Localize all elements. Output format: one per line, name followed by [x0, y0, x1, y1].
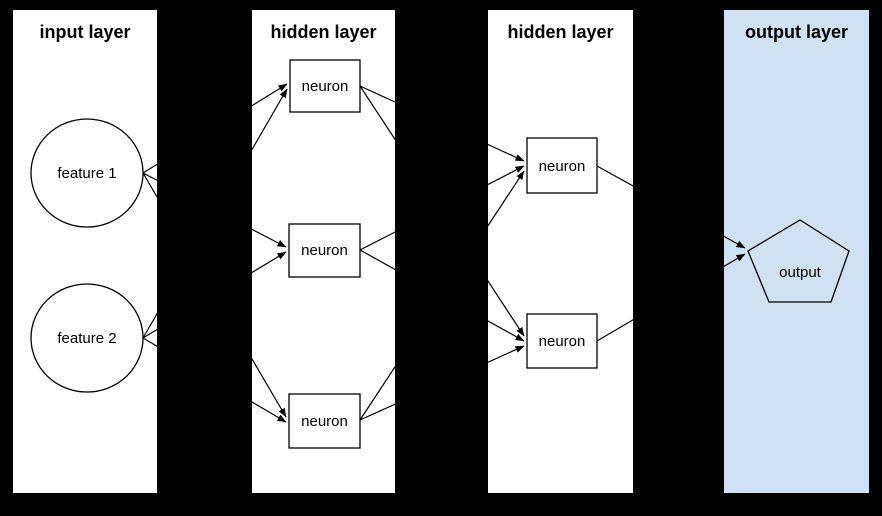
- edge-h2neuron2-output: [596, 253, 746, 342]
- feature2-label: feature 2: [57, 330, 116, 347]
- feature2-node: [30, 283, 144, 393]
- h1-neuron1-label: neuron: [302, 78, 349, 95]
- h2-neuron2-node: [526, 313, 598, 369]
- h1-neuron3-node: [288, 393, 361, 449]
- edge-h1neuron2-h2neuron2: [359, 249, 525, 342]
- feature1-node: [30, 118, 144, 228]
- h1-neuron1-node: [289, 59, 361, 113]
- hidden-layer-2-panel: [488, 10, 633, 493]
- edge-feature1-h1neuron1: [142, 83, 288, 174]
- edge-h2neuron1-output: [596, 165, 746, 249]
- edge-feature2-h1neuron2: [142, 251, 287, 339]
- input-layer-title: input layer: [39, 22, 130, 42]
- edge-feature1-h1neuron2: [142, 172, 287, 248]
- input-layer-panel: [13, 10, 157, 493]
- edge-feature2-h1neuron3: [142, 337, 287, 423]
- h2-neuron1-label: neuron: [539, 158, 586, 175]
- h1-neuron2-node: [288, 223, 361, 278]
- edge-feature2-h1neuron1: [142, 88, 288, 339]
- edge-h1neuron1-h2neuron1: [359, 85, 525, 162]
- feature1-label: feature 1: [57, 165, 116, 182]
- edge-h1neuron2-h2neuron1: [359, 165, 525, 251]
- h2-neuron1-node: [526, 137, 598, 194]
- edge-h1neuron3-h2neuron2: [359, 345, 525, 421]
- layer-titles: input layer hidden layer hidden layer ou…: [39, 22, 848, 42]
- output-layer-title: output layer: [745, 22, 848, 42]
- output-label: output: [779, 264, 822, 281]
- layer-panels: [13, 10, 869, 493]
- output-node: [747, 219, 850, 303]
- h1-neuron3-label: neuron: [301, 413, 348, 430]
- edge-h1neuron1-h2neuron2: [359, 85, 525, 337]
- h1-neuron2-label: neuron: [301, 242, 348, 259]
- connection-edges: [142, 83, 746, 423]
- hidden-layer-2-title: hidden layer: [507, 22, 613, 42]
- nodes: feature 1 feature 2 neuron neuron neuron…: [30, 59, 850, 449]
- hidden-layer-1-title: hidden layer: [270, 22, 376, 42]
- output-layer-panel: [724, 10, 869, 493]
- h2-neuron2-label: neuron: [539, 333, 586, 350]
